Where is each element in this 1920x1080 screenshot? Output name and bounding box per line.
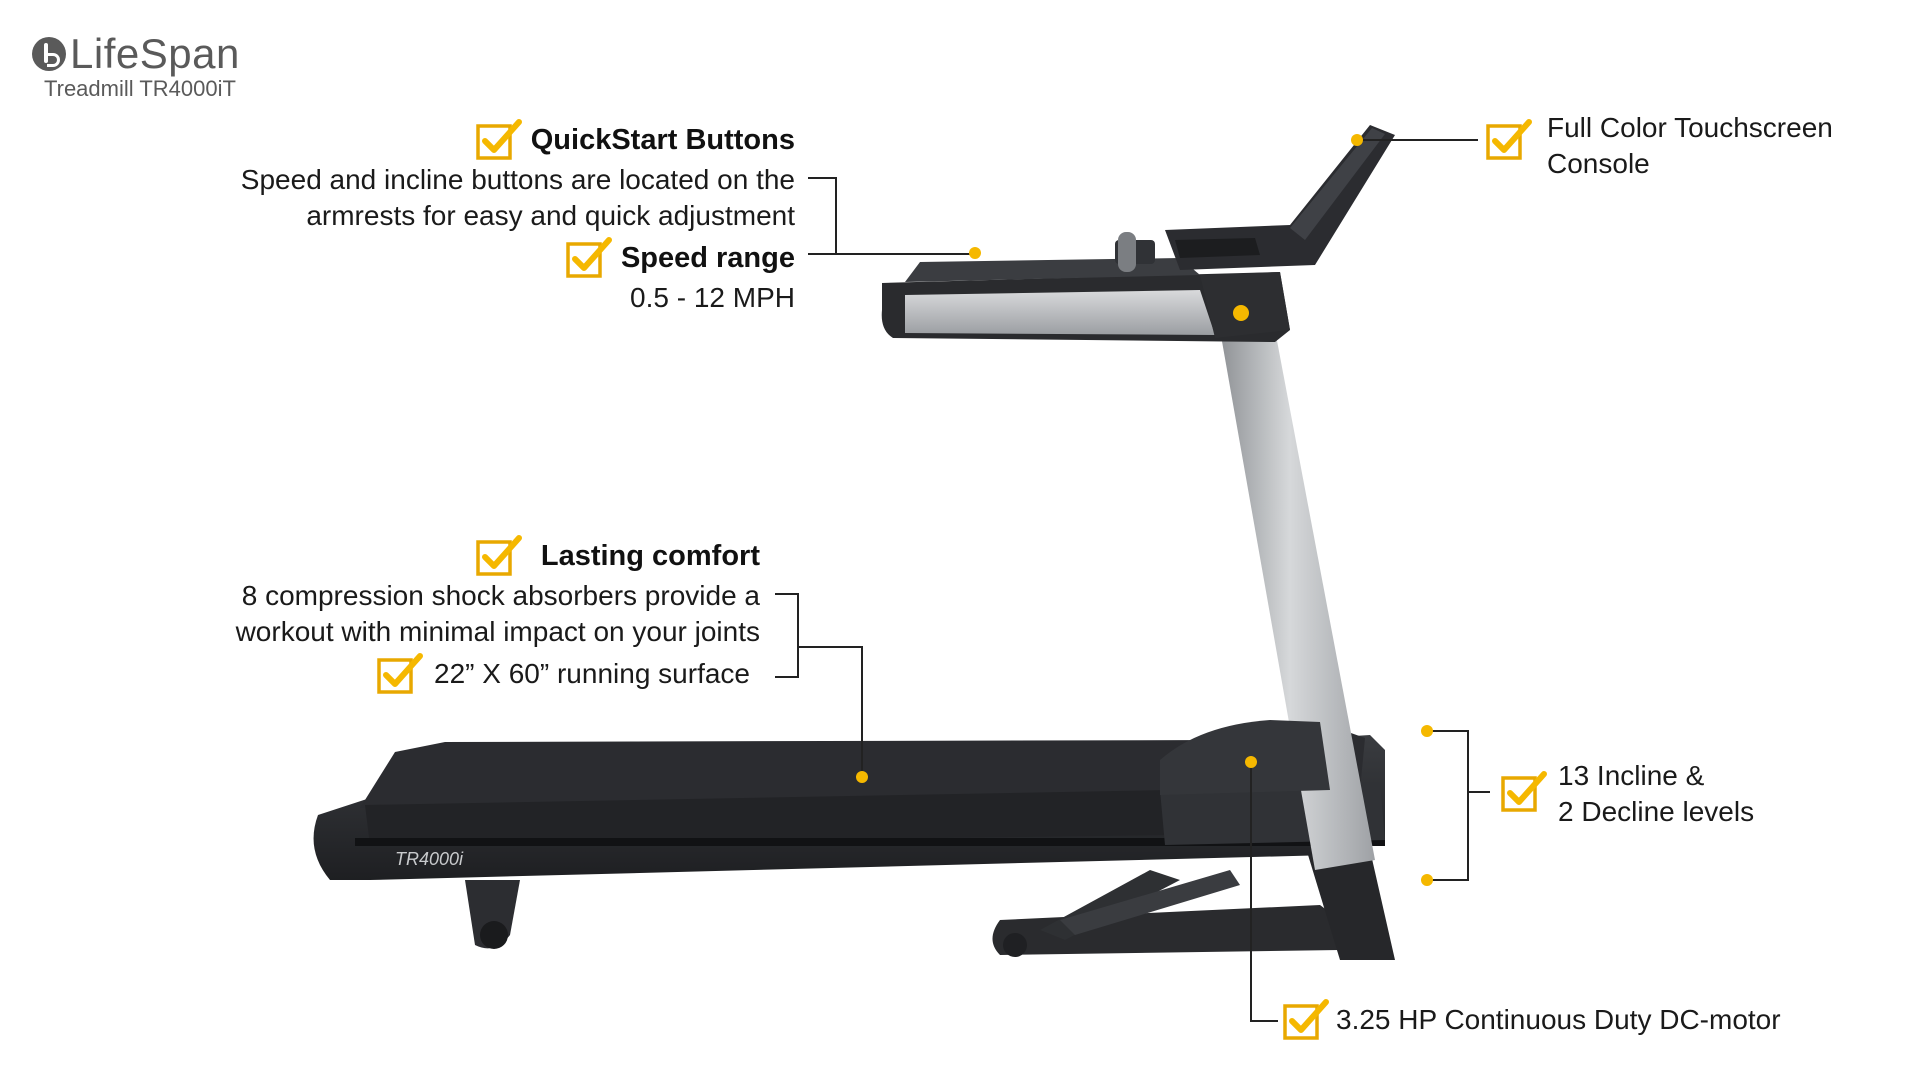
speed-title: Speed range: [620, 241, 795, 274]
console-callout: Full Color Touchscreen Console: [1485, 110, 1833, 182]
check-icon: [565, 234, 613, 282]
quickstart-line2: armrests for easy and quick adjustment: [306, 200, 795, 231]
base-frame: [992, 870, 1340, 957]
handrail: [881, 232, 1290, 342]
hotspot-incline-bottom: [1421, 874, 1433, 886]
comfort-title: Lasting comfort: [540, 539, 760, 572]
console: [1165, 125, 1395, 270]
comfort-line2: workout with minimal impact on your join…: [235, 616, 760, 647]
motor-callout: 3.25 HP Continuous Duty DC-motor: [1282, 996, 1781, 1044]
console-line1: Full Color Touchscreen: [1547, 112, 1833, 143]
hotspot-handrail: [1233, 305, 1249, 321]
check-icon: [475, 116, 523, 164]
comfort-callout: Lasting comfort 8 compression shock abso…: [150, 534, 760, 696]
check-icon: [1500, 768, 1548, 816]
incline-line1: 13 Incline &: [1558, 760, 1705, 791]
motor-text: 3.25 HP Continuous Duty DC-motor: [1336, 1004, 1781, 1035]
check-icon: [475, 532, 523, 580]
hotspot-console: [1351, 134, 1363, 146]
check-icon: [1282, 996, 1330, 1044]
brand-name: LifeSpan: [70, 30, 240, 77]
connector-lines: [775, 139, 1490, 1022]
hotspot-motor: [1245, 756, 1257, 768]
logo-icon: [32, 37, 66, 71]
model-subtitle: Treadmill TR4000iT: [44, 76, 236, 101]
console-line2: Console: [1547, 148, 1650, 179]
surface-text: 22” X 60” running surface: [434, 658, 750, 689]
incline-line2: 2 Decline levels: [1558, 796, 1755, 827]
check-icon: [376, 650, 424, 698]
check-icon: [1485, 116, 1533, 164]
hotspot-quickstart: [969, 247, 981, 259]
upright-post: [1220, 330, 1375, 870]
upright-foot: [1305, 845, 1395, 960]
hotspots: [856, 134, 1433, 886]
quickstart-title: QuickStart Buttons: [530, 123, 795, 156]
speed-value: 0.5 - 12 MPH: [630, 282, 795, 313]
brand-logo: LifeSpan Treadmill TR4000iT: [32, 30, 240, 102]
hotspot-incline-top: [1421, 725, 1433, 737]
motor-hood: [1160, 720, 1330, 795]
quickstart-callout: QuickStart Buttons Speed and incline but…: [180, 118, 795, 316]
comfort-line1: 8 compression shock absorbers provide a: [241, 580, 760, 611]
incline-callout: 13 Incline & 2 Decline levels: [1500, 758, 1754, 830]
quickstart-line1: Speed and incline buttons are located on…: [240, 164, 795, 195]
hotspot-deck: [856, 771, 868, 783]
product-label: TR4000i: [395, 849, 464, 869]
